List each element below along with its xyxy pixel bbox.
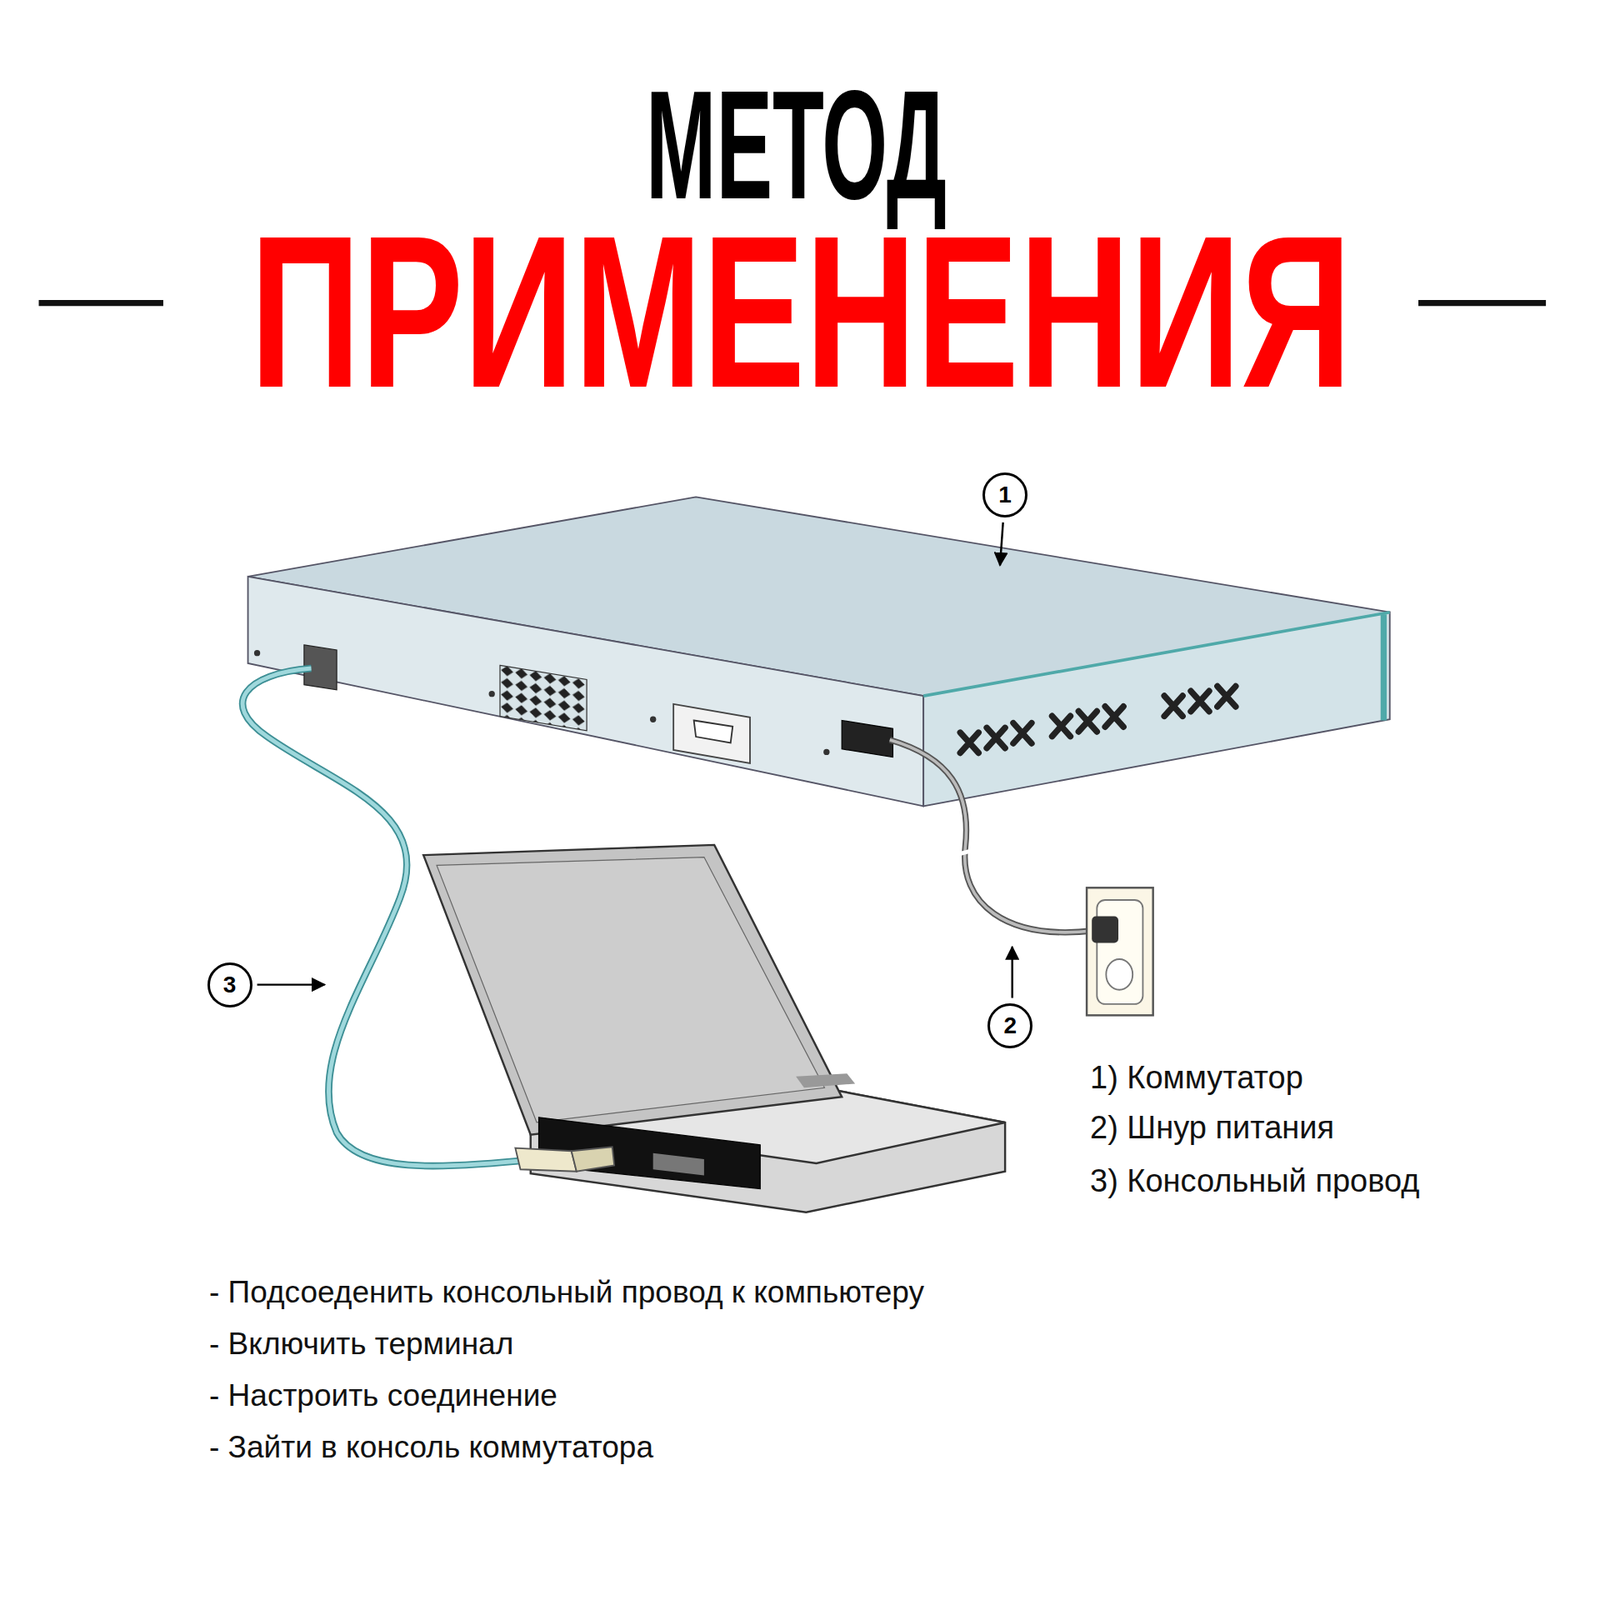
leader-arrow (1000, 522, 1004, 565)
laptop-port-panel (539, 1117, 761, 1190)
side-vent (960, 732, 979, 753)
side-vent (1217, 686, 1236, 707)
switch (248, 496, 1390, 806)
leader-arrow (257, 983, 325, 985)
step-text: - Настроить соединение (209, 1378, 558, 1414)
title-dash (39, 300, 164, 306)
console-plug (515, 1148, 576, 1172)
step-text: - Включить терминал (209, 1326, 514, 1362)
side-vent (1013, 723, 1032, 744)
power-socket (841, 720, 893, 757)
laptop (423, 845, 1005, 1213)
vent-grid (500, 665, 587, 730)
step-text: - Зайти в консоль коммутатора (209, 1430, 654, 1465)
legend-item: 1) Коммутатор (1090, 1060, 1304, 1096)
legend-item: 3) Консольный провод (1090, 1163, 1420, 1200)
title-dash (1418, 300, 1546, 306)
side-vent (1164, 695, 1183, 716)
power-cord (890, 740, 1095, 933)
step-text: - Подсоеденить консольный провод к компь… (209, 1275, 925, 1310)
db-connector (673, 704, 750, 764)
side-vent (986, 727, 1005, 748)
callout-circle: 2 (987, 1003, 1033, 1049)
callout-number: 1 (998, 483, 1012, 507)
callout-number: 3 (223, 973, 237, 997)
side-vent (1190, 690, 1210, 711)
title: МЕТОД (645, 68, 947, 223)
callout-circle: 3 (207, 962, 253, 1008)
callout-number: 2 (1003, 1014, 1017, 1038)
side-vent (1051, 715, 1070, 736)
title-red: ПРИМЕНЕНИЯ (250, 203, 1352, 420)
callout-circle: 1 (982, 472, 1028, 518)
side-vent (1105, 706, 1124, 727)
wall-outlet (1086, 887, 1154, 1015)
legend-item: 2) Шнур питания (1090, 1110, 1335, 1146)
leader-arrow (1010, 946, 1013, 998)
side-vent (1078, 710, 1097, 731)
power-cord (890, 740, 1095, 933)
